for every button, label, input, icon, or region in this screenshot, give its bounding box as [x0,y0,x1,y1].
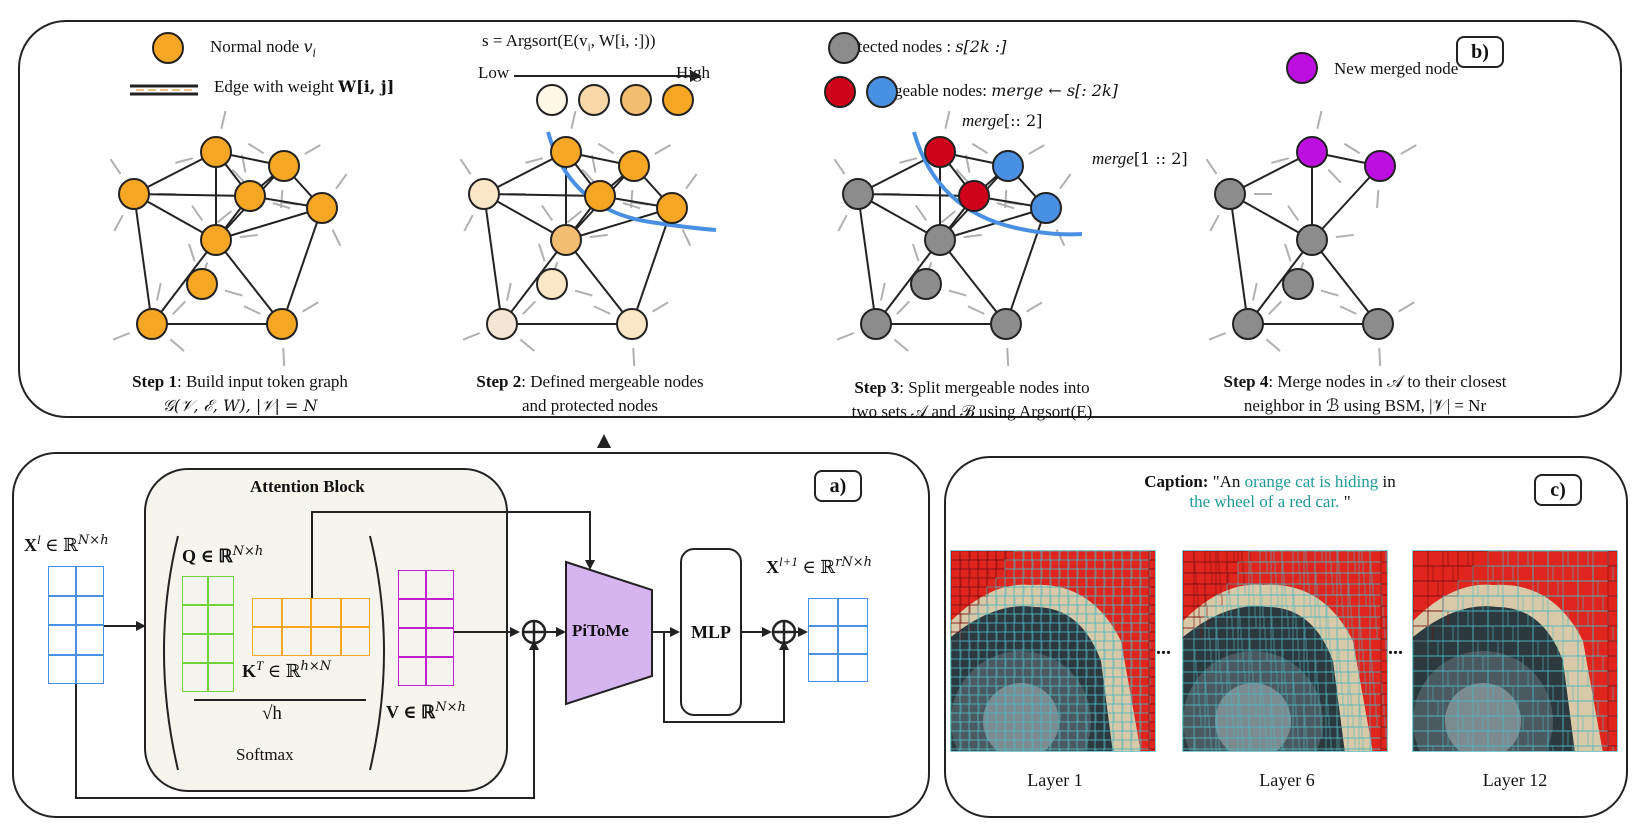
k-label: KT ∈ ℝh×N [242,658,332,681]
residual-skip-1 [75,640,539,799]
sqrt-h-label: √h [262,703,282,724]
layer-6-image [1182,550,1388,752]
attention-block-title: Attention Block [250,477,365,496]
x-in-matrix [48,566,104,684]
left-paren [163,535,179,771]
graph-step-1 [109,110,348,366]
mlp-block: MLP [680,548,742,716]
pitome-to-mlp-arrow [652,627,680,637]
legend-new-merged-icon [1286,52,1318,84]
layer-1-merge-visualization [951,551,1155,751]
v-label: V ∈ ℝN×h [386,700,466,722]
legend-normal-node: Normal node vi [210,37,317,60]
legend-protected-node-icon [828,32,860,64]
softmax-label: Softmax [236,745,294,764]
legend-normal-node-icon [152,32,184,64]
layer-1-label: Layer 1 [1027,770,1083,790]
caption-text: Caption: "An orange cat is hiding in the… [1144,472,1396,511]
x-out-label: Xl+1 ∈ ℝrN×h [766,554,873,577]
layer-1-image [950,550,1156,752]
add-node-2 [771,619,797,645]
add-to-pitome-arrow [545,627,566,637]
layer-12-image [1412,550,1618,752]
step-2-caption: Step 2: Defined mergeable nodes and prot… [476,372,704,415]
argsort-formula: s = Argsort(E(vi, W[i, :])) [482,31,656,54]
attention-block [144,468,508,792]
step-1-caption: Step 1: Build input token graph 𝒢(𝒱, ℰ, … [132,372,348,415]
legend-edge-weight: Edge with weight W[i, j] [214,77,395,96]
panel-c-tag: c) [1534,474,1582,506]
legend-mergeable-blue-icon [866,76,898,108]
low-label: Low [478,63,510,82]
layer-12-label: Layer 12 [1482,770,1548,790]
legend-new-merged-node: New merged node [1334,59,1459,78]
layer-12-merge-visualization [1413,551,1617,751]
layer-6-merge-visualization [1183,551,1387,751]
q-label: Q ∈ ℝN×h [182,544,264,566]
residual-skip-2 [663,632,789,723]
layer-6-label: Layer 6 [1259,770,1315,790]
pitome-label: PiToMe [572,621,629,640]
pitome-block [565,560,653,706]
importance-gradient-nodes [536,84,694,116]
x-in-label: Xl ∈ ℝN×h [24,532,109,555]
v-matrix [398,570,454,686]
q-matrix [182,576,234,692]
legend-protected-nodes: Protected nodes : s[2k :] [834,37,1007,56]
ellipsis-1: ... [1156,637,1171,659]
key-to-pitome-arrow [311,511,595,598]
merge-even-label: merge[:: 2] [962,111,1043,130]
panel-b-tag: b) [1456,36,1504,68]
step-3-caption: Step 3: Split mergeable nodes into two s… [851,378,1093,421]
graph-step-4 [1205,110,1417,366]
add-to-output-arrow [795,627,808,637]
merge-odd-label: merge[1 :: 2] [1092,149,1188,168]
x-out-matrix [808,598,868,682]
graph-step-2 [459,110,717,366]
k-transpose-matrix [252,598,370,656]
ellipsis-2: ... [1388,637,1403,659]
mlp-to-add-arrow [742,627,772,637]
legend-edge-icon [130,84,198,96]
step-4-caption: Step 4: Merge nodes in 𝒜 to their closes… [1223,372,1507,415]
legend-mergeable-red-icon [824,76,856,108]
x-to-attention-arrow [104,621,146,631]
add-node-1 [521,619,547,645]
v-to-add-arrow [454,627,520,637]
right-paren [369,535,385,771]
low-to-high-arrow [514,70,702,82]
graph-step-3 [833,110,1083,366]
panel-a-tag: a) [814,470,862,502]
